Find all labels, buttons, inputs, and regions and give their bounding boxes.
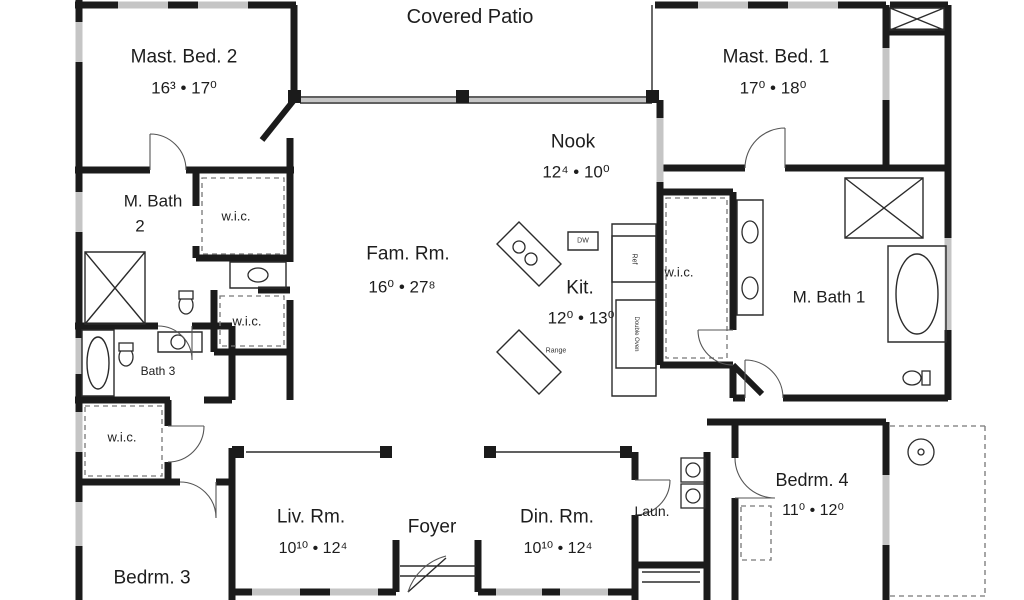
kitchen-island (496, 221, 562, 287)
shower-icon (84, 7, 945, 325)
dims-mast-bed-2: 16³ • 17⁰ (151, 78, 217, 98)
dims-liv-rm: 10¹⁰ • 12⁴ (278, 540, 348, 557)
label-m-bath-1: M. Bath 1 (792, 287, 866, 307)
washer-dryer-icon (680, 457, 706, 509)
optional-area (890, 425, 986, 597)
vanity-mbath2 (229, 261, 287, 289)
dashed-shelving (84, 177, 986, 597)
dims-nook: 12⁴ • 10⁰ (542, 162, 610, 182)
dims-bedrm-4: 11⁰ • 12⁰ (782, 502, 844, 519)
vanity-mbath1 (736, 199, 764, 316)
vanity-bath3 (157, 331, 203, 353)
dims-din-rm: 10¹⁰ • 12⁴ (523, 540, 593, 557)
angled-walls (259, 98, 765, 397)
dishwasher-box (567, 231, 599, 251)
thin-details (157, 5, 764, 593)
toilet-icon (118, 290, 931, 386)
round-table-icon (907, 438, 935, 466)
label-kit: Kit. (566, 277, 594, 299)
label-covered-patio: Covered Patio (406, 6, 534, 28)
label-nook: Nook (550, 131, 596, 153)
bathtub-icon (81, 245, 947, 397)
label-bath-3: Bath 3 (140, 364, 176, 378)
door-arcs (149, 127, 786, 593)
dims-mast-bed-1: 17⁰ • 18⁰ (739, 78, 807, 98)
label-laun: Laun. (634, 503, 670, 519)
windows (75, 1, 952, 596)
label-wic-3: w.i.c. (664, 264, 694, 280)
dims-fam-rm: 16⁰ • 27⁸ (368, 277, 436, 297)
range-counter (496, 329, 562, 395)
label-range: Range (545, 347, 567, 355)
sink-icon (170, 220, 759, 350)
label-din-rm: Din. Rm. (520, 506, 594, 528)
dims-kit: 12⁰ • 13⁰ (547, 308, 615, 328)
refrigerator-box (611, 235, 657, 283)
label-fam-rm: Fam. Rm. (366, 243, 450, 265)
label-wic-1: w.i.c. (221, 208, 251, 224)
label-foyer: Foyer (407, 516, 457, 538)
label-refrigerator: Ref (630, 253, 638, 265)
label-dishwasher: DW (577, 237, 589, 245)
column-post (232, 90, 659, 458)
label-bedrm-4: Bedrm. 4 (775, 470, 849, 490)
label-wic-2: w.i.c. (232, 313, 262, 329)
label-m-bath-2-number: 2 (135, 216, 145, 236)
label-m-bath-2: M. Bath (123, 191, 183, 211)
double-oven-box (615, 299, 657, 369)
label-double-oven: Double Oven (633, 316, 639, 352)
label-mast-bed-2: Mast. Bed. 2 (130, 46, 238, 68)
kitchen-counter (611, 223, 657, 397)
label-mast-bed-1: Mast. Bed. 1 (722, 46, 830, 68)
label-bedrm-3: Bedrm. 3 (113, 567, 191, 589)
label-liv-rm: Liv. Rm. (276, 506, 346, 528)
label-wic-4: w.i.c. (107, 429, 137, 445)
